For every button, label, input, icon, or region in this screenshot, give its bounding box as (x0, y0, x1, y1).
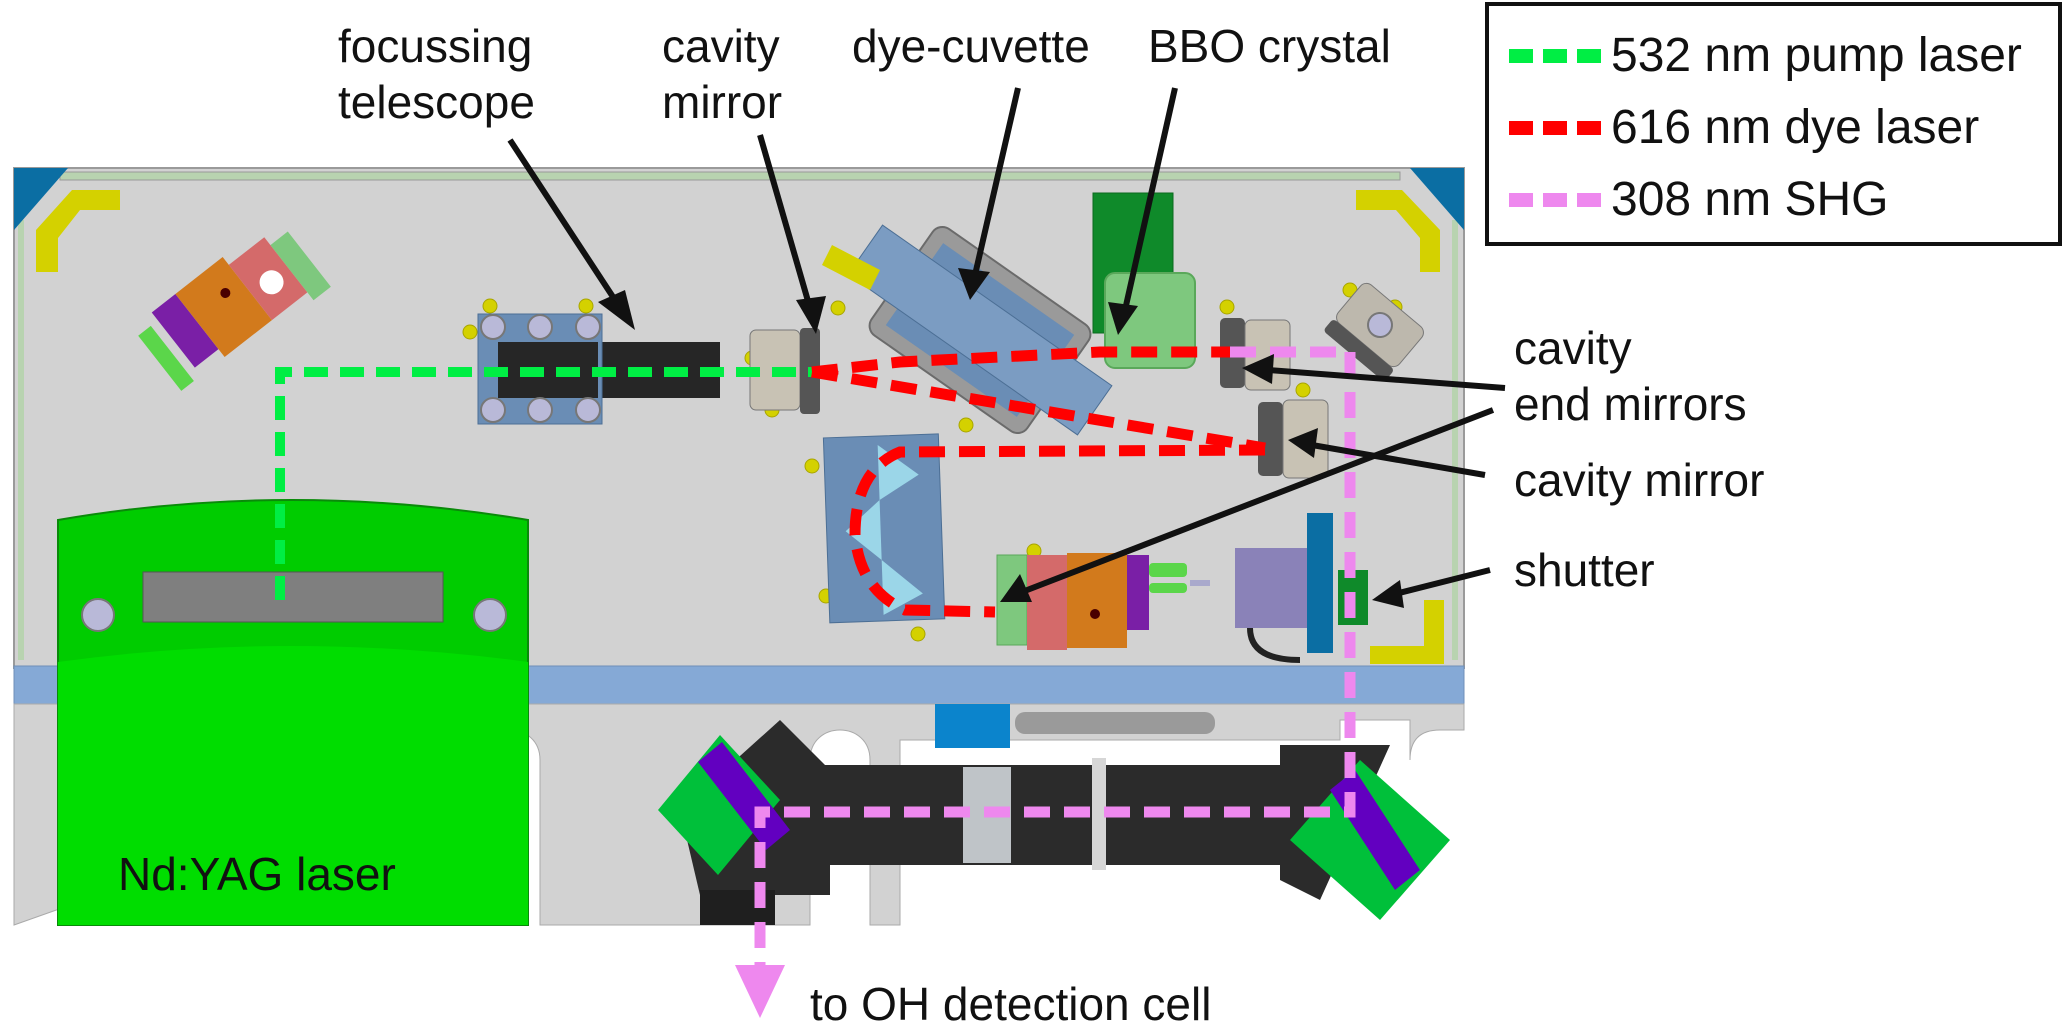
arrow-dye-cuvette (972, 87, 1021, 276)
arrowhead-icon (1242, 354, 1274, 384)
blue-clamp (935, 704, 1010, 748)
dye-beam-prism-path (849, 444, 1266, 618)
legend-item-shg: 308 nm SHG (1489, 170, 2058, 230)
legend-item-dye: 616 nm dye laser (1489, 98, 2058, 158)
arrow-cavity-mirror-right (1311, 442, 1486, 478)
label-cavity-mirror-right: cavity mirror (1514, 454, 1765, 506)
telescope-screws (480, 314, 601, 423)
nd-yag-bolt-left (81, 598, 115, 632)
arrow-focussing-telescope (507, 138, 618, 302)
legend: 532 nm pump laser 616 nm dye laser 308 n… (1485, 2, 2062, 246)
yellow-bracket-bottom-right (1370, 600, 1444, 664)
dye-beam-to-cavity-mirror (811, 366, 1266, 454)
label-shutter: shutter (1514, 544, 1655, 596)
arrowhead-icon (598, 290, 635, 330)
legend-swatch-shg (1509, 193, 1609, 207)
yellow-bracket-top-left (36, 190, 120, 272)
shutter-assembly (1190, 513, 1368, 663)
cuvette-yellow-arm (822, 245, 880, 290)
arrow-end-mirror-lower (1020, 407, 1495, 595)
arrow-end-mirror-upper (1267, 367, 1506, 391)
arrow-cavity-mirror-top (757, 134, 813, 309)
nd-yag-bolt-right (473, 598, 507, 632)
label-dye-cuvette: dye-cuvette (852, 20, 1090, 72)
shg-beam (754, 346, 1356, 975)
shg-turning-mirror (1324, 282, 1424, 381)
arrowhead-icon (1000, 574, 1032, 602)
arrow-shutter (1394, 567, 1491, 597)
baseplate-left-rail (18, 220, 24, 660)
shg-tube (820, 758, 1300, 870)
translation-rod (1015, 712, 1215, 734)
arrowhead-icon (958, 268, 990, 300)
legend-item-pump: 532 nm pump laser (1489, 26, 2058, 86)
corner-bracket-top-left (14, 168, 68, 230)
yellow-bracket-top-right (1356, 190, 1440, 272)
nd-yag-laser-front (58, 646, 528, 925)
arrowhead-icon (796, 296, 826, 334)
arrowhead-icon (1288, 428, 1318, 458)
arrowhead-icon (1372, 580, 1404, 608)
baseplate-right-rail (1452, 220, 1458, 660)
shg-output-arrow-icon (735, 965, 785, 1018)
legend-swatch-pump (1509, 49, 1609, 63)
label-output-destination: to OH detection cell (810, 978, 1212, 1030)
arrowhead-icon (1108, 302, 1138, 335)
corner-bracket-top-right (1410, 168, 1464, 230)
nd-yag-output-window (142, 571, 444, 623)
label-bbo-crystal: BBO crystal (1148, 20, 1391, 72)
pump-beam (275, 367, 815, 600)
dye-cuvette (847, 224, 1113, 436)
arrow-bbo-crystal (1122, 87, 1178, 311)
label-nd-yag-laser: Nd:YAG laser (118, 848, 396, 900)
legend-swatch-dye (1509, 121, 1609, 135)
label-cavity-mirror-top: cavity mirror (662, 20, 783, 128)
label-cavity-end-mirrors: cavity end mirrors (1514, 322, 1747, 430)
lower-right-periscope-mirror (1280, 745, 1450, 920)
annotation-arrows (507, 87, 1506, 608)
focussing-telescope-inner (498, 342, 598, 398)
label-focussing-telescope: focussing telescope (338, 20, 535, 128)
pump-turning-mirror (138, 231, 331, 391)
baseplate-top-rail (59, 171, 1401, 181)
dye-beam-to-end-mirror (811, 346, 1230, 378)
